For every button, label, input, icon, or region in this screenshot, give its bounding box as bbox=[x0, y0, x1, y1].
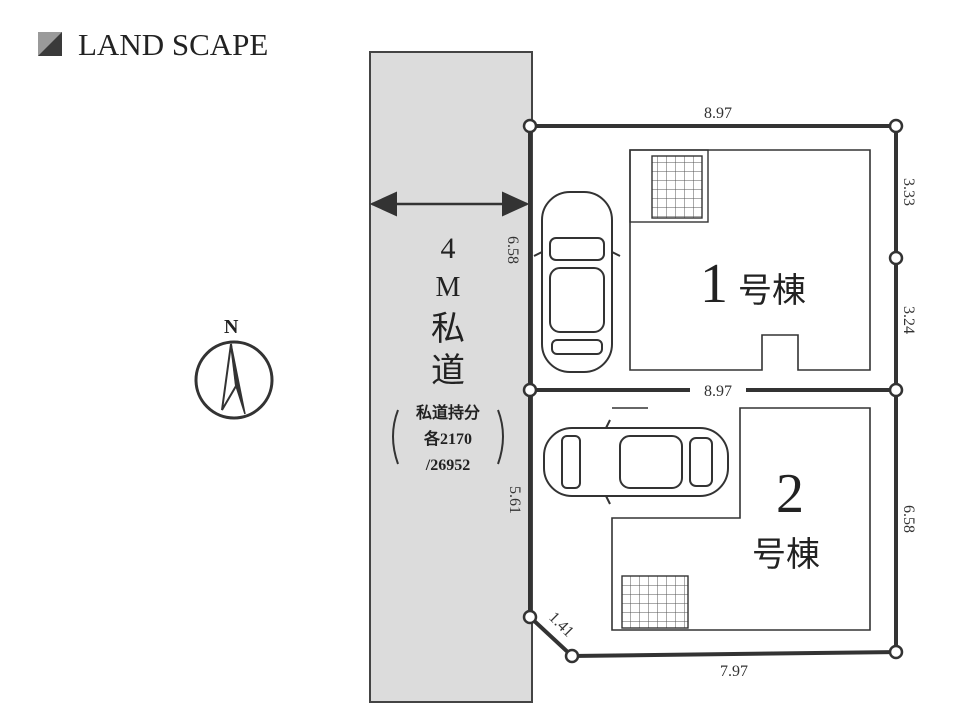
road-share-line-3: /26952 bbox=[425, 457, 470, 474]
dimension-label: 8.97 bbox=[704, 383, 732, 400]
dimension-label: 8.97 bbox=[704, 105, 732, 122]
compass-circle bbox=[194, 340, 274, 420]
boundary-marker bbox=[888, 250, 904, 266]
brand-name: LAND SCAPE bbox=[78, 27, 268, 62]
north-compass: N bbox=[194, 316, 274, 420]
road-type-char-2: 道 bbox=[431, 352, 465, 390]
building-1-footprint bbox=[629, 149, 871, 371]
boundary-marker bbox=[888, 118, 904, 134]
brand-logo: LAND SCAPE bbox=[38, 27, 268, 62]
building-2-suffix: 号棟 bbox=[752, 536, 820, 574]
dimension-label: 6.58 bbox=[504, 236, 521, 264]
boundary-marker bbox=[564, 648, 580, 664]
boundary-marker bbox=[522, 382, 538, 398]
road-share-line-2: 各2170 bbox=[423, 429, 472, 448]
boundary-marker bbox=[522, 609, 538, 625]
compass-needle-icon bbox=[221, 343, 238, 411]
share-bracket-right bbox=[497, 409, 504, 465]
dimension-label: 5.61 bbox=[506, 486, 523, 514]
dimension-label: 7.97 bbox=[720, 663, 748, 680]
share-bracket-left bbox=[392, 409, 399, 465]
building-1-number: 1 bbox=[700, 253, 728, 315]
building-1-suffix: 号棟 bbox=[738, 272, 806, 310]
dimension-label: 6.58 bbox=[900, 505, 917, 533]
dimension-label: 3.33 bbox=[900, 178, 917, 206]
boundary-marker bbox=[888, 644, 904, 660]
building-2-number: 2 bbox=[776, 463, 804, 525]
road-width-number: 4 bbox=[441, 232, 456, 265]
road-width-unit: M bbox=[436, 272, 461, 303]
road-type-char-1: 私 bbox=[431, 311, 465, 348]
car-icon bbox=[543, 419, 729, 505]
boundary-marker bbox=[888, 382, 904, 398]
entrance-tile-icon bbox=[651, 155, 703, 219]
dimension-label: 3.24 bbox=[900, 306, 917, 334]
building-2-footprint bbox=[611, 407, 871, 631]
road-share-line-1: 私道持分 bbox=[416, 403, 480, 422]
north-label: N bbox=[224, 316, 239, 338]
car-icon bbox=[533, 191, 621, 373]
boundary-marker bbox=[522, 118, 538, 134]
entrance-tile-icon bbox=[621, 575, 689, 629]
